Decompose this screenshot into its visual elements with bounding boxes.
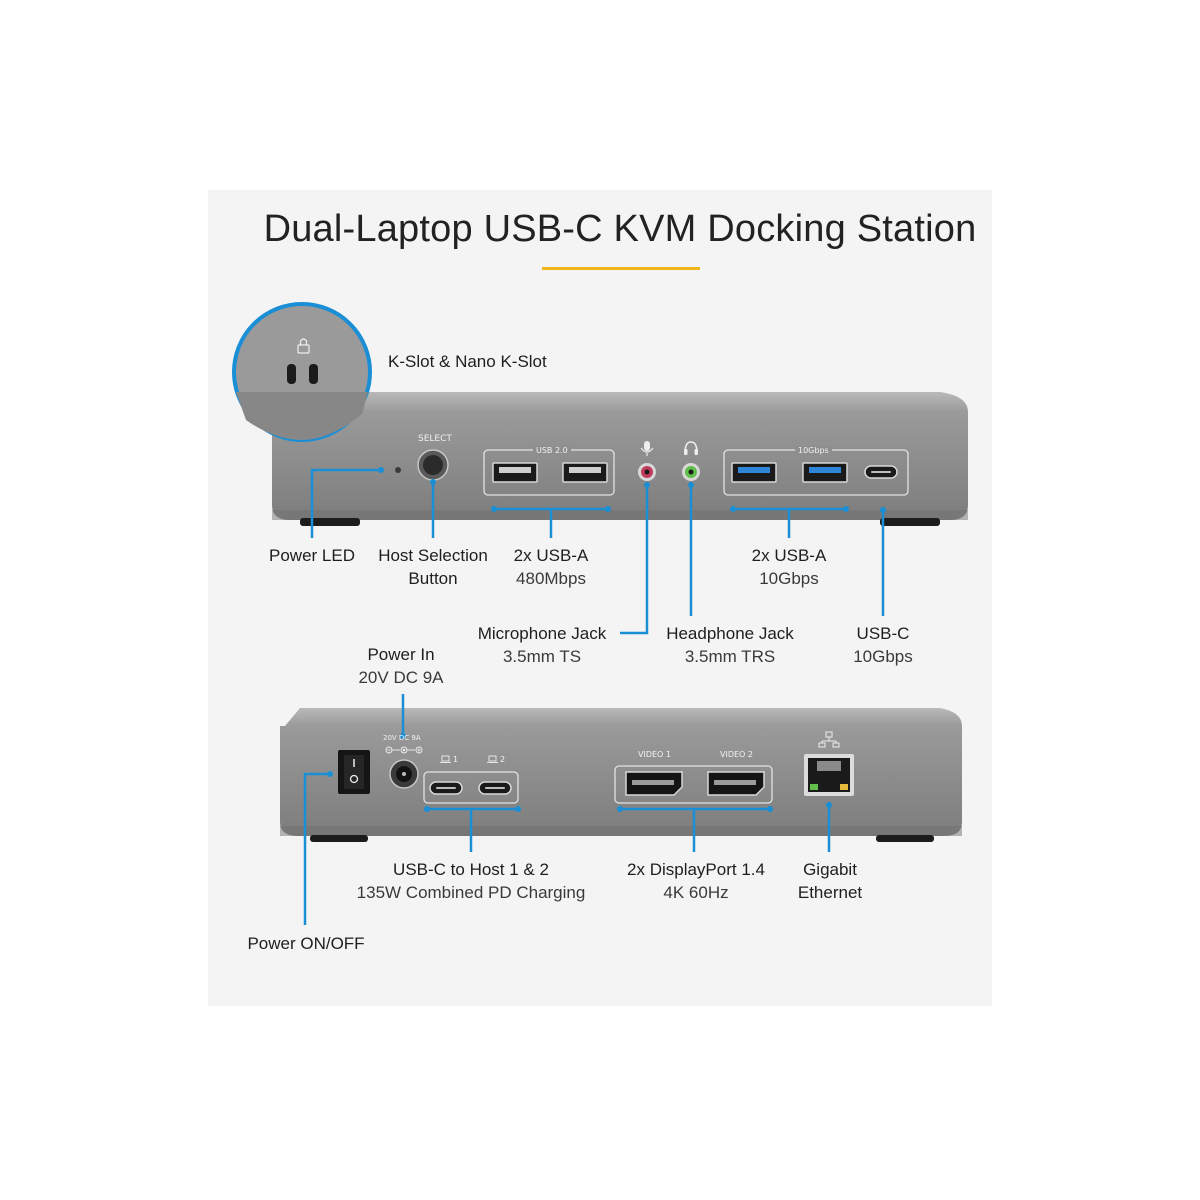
power-switch-icon	[349, 759, 359, 784]
headphone-icon	[684, 441, 698, 455]
front-foot-left	[300, 518, 360, 526]
label-usbc-host: USB-C to Host 1 & 2 135W Combined PD Cha…	[356, 860, 586, 902]
rear-callout-lines	[303, 694, 831, 925]
rear-foot-right	[876, 835, 934, 842]
label-usba-10g: 2x USB-A 10Gbps	[751, 546, 827, 588]
usb20-print: USB 2.0	[533, 446, 571, 455]
callout-power-switch	[303, 772, 330, 925]
rear-dock-top	[285, 708, 962, 726]
laptop-icon	[487, 755, 498, 763]
power-led	[395, 467, 401, 473]
tenGbps-print: 10Gbps	[795, 446, 832, 455]
label-power-in: Power In 20V DC 9A	[358, 645, 444, 687]
label-usba-480: 2x USB-A 480Mbps	[513, 546, 589, 588]
nano-k-slot	[309, 364, 318, 384]
k-slot	[287, 364, 296, 384]
microphone-icon	[640, 441, 654, 456]
ethernet-activity-led	[840, 784, 848, 790]
rear-dock-face	[280, 726, 962, 836]
dc-print: 20V DC 9A	[383, 734, 421, 742]
lock-icon	[297, 338, 310, 354]
host1-print: 1	[453, 755, 459, 764]
front-dock-face	[272, 412, 968, 520]
ethernet-link-led	[810, 784, 818, 790]
label-usbc-front: USB-C 10Gbps	[853, 624, 913, 666]
host2-print: 2	[500, 755, 506, 764]
label-microphone: Microphone Jack 3.5mm TS	[477, 624, 607, 666]
callout-mic	[620, 485, 649, 635]
front-callout-lines	[310, 468, 885, 635]
label-kslot: K-Slot & Nano K-Slot	[388, 352, 547, 371]
callout-power-led	[310, 468, 381, 538]
select-print: SELECT	[418, 434, 452, 444]
label-host-selection: Host Selection Button	[378, 546, 488, 588]
kslot-magnifier	[232, 302, 372, 442]
label-ethernet: Gigabit Ethernet	[797, 860, 863, 902]
host-usbc-group-outline	[423, 771, 519, 804]
rear-foot-left	[310, 835, 368, 842]
label-power-onoff: Power ON/OFF	[247, 934, 365, 953]
polarity-symbol-icon	[385, 746, 423, 754]
video2-print: VIDEO 2	[720, 750, 753, 759]
label-power-led: Power LED	[269, 546, 355, 565]
label-displayport: 2x DisplayPort 1.4 4K 60Hz	[627, 860, 765, 902]
laptop-icon	[440, 755, 451, 763]
page-title: Dual-Laptop USB-C KVM Docking Station	[263, 208, 977, 250]
front-dock	[272, 392, 968, 526]
title-underline	[542, 267, 700, 270]
front-dock-top	[285, 392, 968, 412]
front-foot-right	[880, 518, 940, 526]
ethernet-network-icon	[818, 731, 840, 748]
label-headphone: Headphone Jack 3.5mm TRS	[666, 624, 794, 666]
displayport-group-outline	[614, 765, 773, 804]
rear-dock	[280, 708, 962, 842]
video1-print: VIDEO 1	[638, 750, 671, 759]
